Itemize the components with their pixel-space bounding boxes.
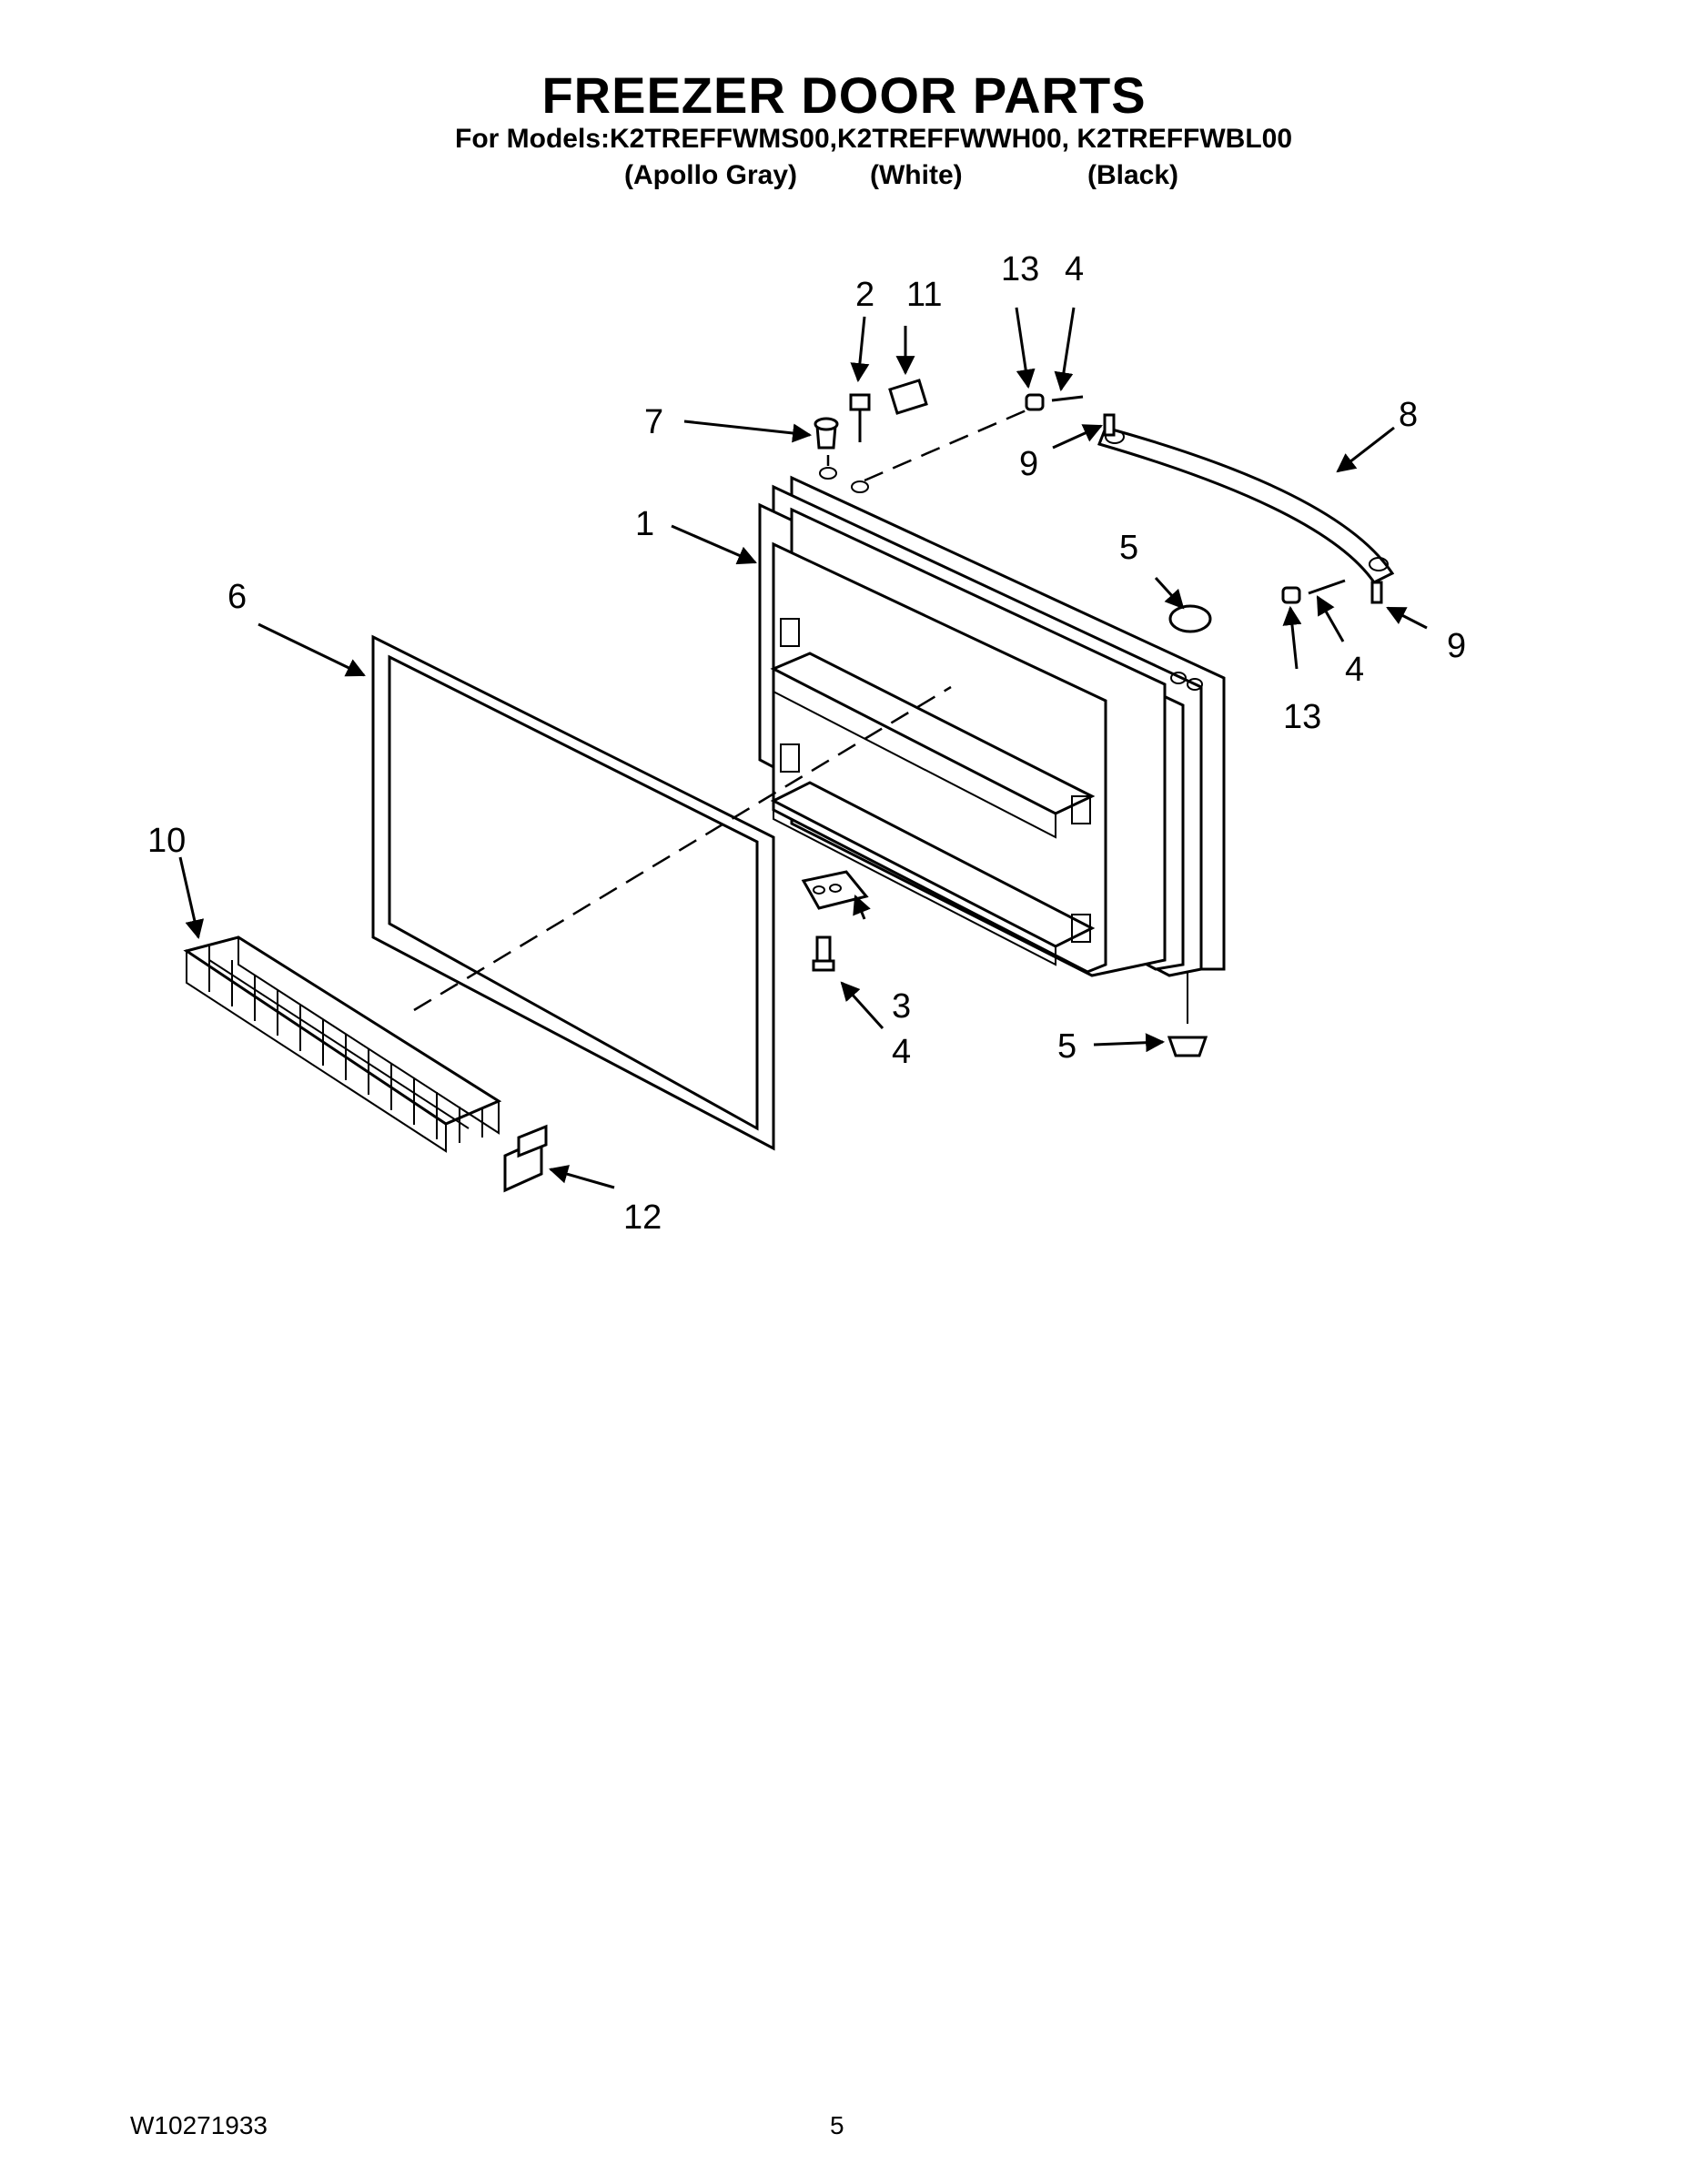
callout-5-top: 5 xyxy=(1119,529,1138,567)
page-title: FREEZER DOOR PARTS xyxy=(541,66,1147,124)
freezer-door xyxy=(758,467,1226,977)
callout-4-right: 4 xyxy=(1345,651,1364,689)
callout-10: 10 xyxy=(147,822,186,860)
leader-arrows xyxy=(178,307,1428,1189)
page-number: 5 xyxy=(830,2111,844,2139)
callout-2: 2 xyxy=(855,276,874,314)
callout-13-top: 13 xyxy=(1001,250,1039,288)
callout-8: 8 xyxy=(1399,396,1418,434)
document-number: W10271933 xyxy=(130,2111,268,2139)
wire-basket xyxy=(183,935,502,1153)
callout-3: 3 xyxy=(892,987,911,1026)
callout-4-hinge: 4 xyxy=(892,1033,911,1071)
callout-1: 1 xyxy=(635,505,654,543)
callout-4-top: 4 xyxy=(1065,250,1084,288)
callout-6: 6 xyxy=(227,578,247,616)
color-white: (White) xyxy=(870,160,963,190)
callout-9-top: 9 xyxy=(1019,445,1038,483)
door-gasket xyxy=(371,634,775,1151)
callout-9-right: 9 xyxy=(1447,627,1466,665)
door-handle xyxy=(1097,426,1395,584)
color-apollo-gray: (Apollo Gray) xyxy=(624,160,798,190)
clip xyxy=(503,1124,548,1193)
callout-5-bottom: 5 xyxy=(1057,1027,1076,1066)
callout-11: 11 xyxy=(906,276,942,314)
assembly-lines xyxy=(413,408,1029,1012)
callout-labels: 1 2 3 4 4 4 5 5 6 7 8 9 9 10 11 12 13 13 xyxy=(147,250,1466,1237)
callout-7: 7 xyxy=(644,403,663,441)
model-list: For Models:K2TREFFWMS00,K2TREFFWWH00, K2… xyxy=(455,124,1293,154)
color-black: (Black) xyxy=(1087,160,1179,190)
callout-13-right: 13 xyxy=(1283,698,1321,736)
hardware xyxy=(801,379,1383,1057)
callout-12: 12 xyxy=(623,1198,662,1237)
